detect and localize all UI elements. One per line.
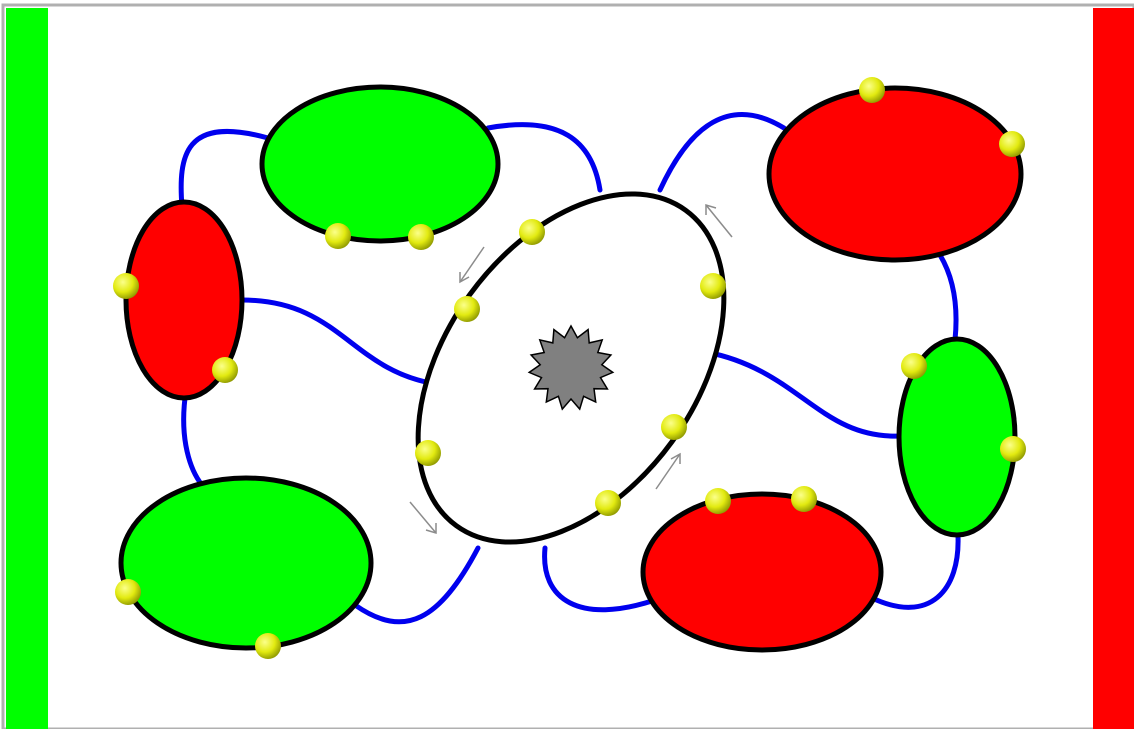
node-red-top-right-body[interactable]	[766, 85, 1024, 263]
track-center-redtopright[interactable]	[657, 111, 787, 193]
rotation-arrows	[409, 203, 733, 535]
node-red-bottom[interactable]	[640, 491, 884, 653]
ball[interactable]	[408, 224, 434, 250]
track-redtopright-greenright[interactable]	[937, 252, 959, 343]
track-center-greenright[interactable]	[703, 349, 905, 439]
track-center-redbottom[interactable]	[542, 545, 658, 613]
node-red-left-body[interactable]	[123, 199, 245, 401]
ball[interactable]	[454, 296, 480, 322]
ball[interactable]	[519, 219, 545, 245]
ball[interactable]	[700, 273, 726, 299]
node-red-bottom-body[interactable]	[640, 491, 884, 653]
ball[interactable]	[325, 223, 351, 249]
node-red-left[interactable]	[123, 199, 245, 401]
track-redleft-greentop[interactable]	[178, 128, 271, 210]
ball[interactable]	[859, 77, 885, 103]
arrow-top-left-icon	[459, 246, 485, 284]
ball[interactable]	[901, 353, 927, 379]
ball[interactable]	[595, 490, 621, 516]
node-green-bottom-left-body[interactable]	[118, 475, 374, 651]
ball[interactable]	[705, 488, 731, 514]
ball[interactable]	[255, 633, 281, 659]
track-redleft-center[interactable]	[239, 297, 439, 387]
arrow-top-right-icon	[705, 203, 733, 238]
ball[interactable]	[113, 273, 139, 299]
ball[interactable]	[661, 414, 687, 440]
track-redleft-greenbottomleft[interactable]	[181, 395, 205, 488]
node-green-top-body[interactable]	[259, 84, 501, 244]
node-green-bottom-left[interactable]	[118, 475, 374, 651]
ball-layer	[113, 77, 1026, 659]
arrow-bottom-right-icon	[655, 452, 681, 490]
gear-icon[interactable]	[527, 324, 615, 411]
arrow-bottom-left-icon	[409, 501, 437, 535]
ball[interactable]	[415, 440, 441, 466]
ball[interactable]	[115, 579, 141, 605]
track-center-greenbottomleft[interactable]	[352, 545, 481, 625]
track-network	[178, 111, 961, 625]
ball[interactable]	[1000, 436, 1026, 462]
track-greentop-center[interactable]	[485, 122, 603, 193]
node-green-top[interactable]	[259, 84, 501, 244]
ball[interactable]	[212, 357, 238, 383]
left-goal-bar[interactable]	[6, 8, 48, 729]
ball[interactable]	[791, 486, 817, 512]
node-red-top-right[interactable]	[766, 85, 1024, 263]
right-goal-bar[interactable]	[1093, 8, 1134, 729]
track-greenright-redbottom[interactable]	[869, 533, 961, 610]
ball[interactable]	[999, 131, 1025, 157]
